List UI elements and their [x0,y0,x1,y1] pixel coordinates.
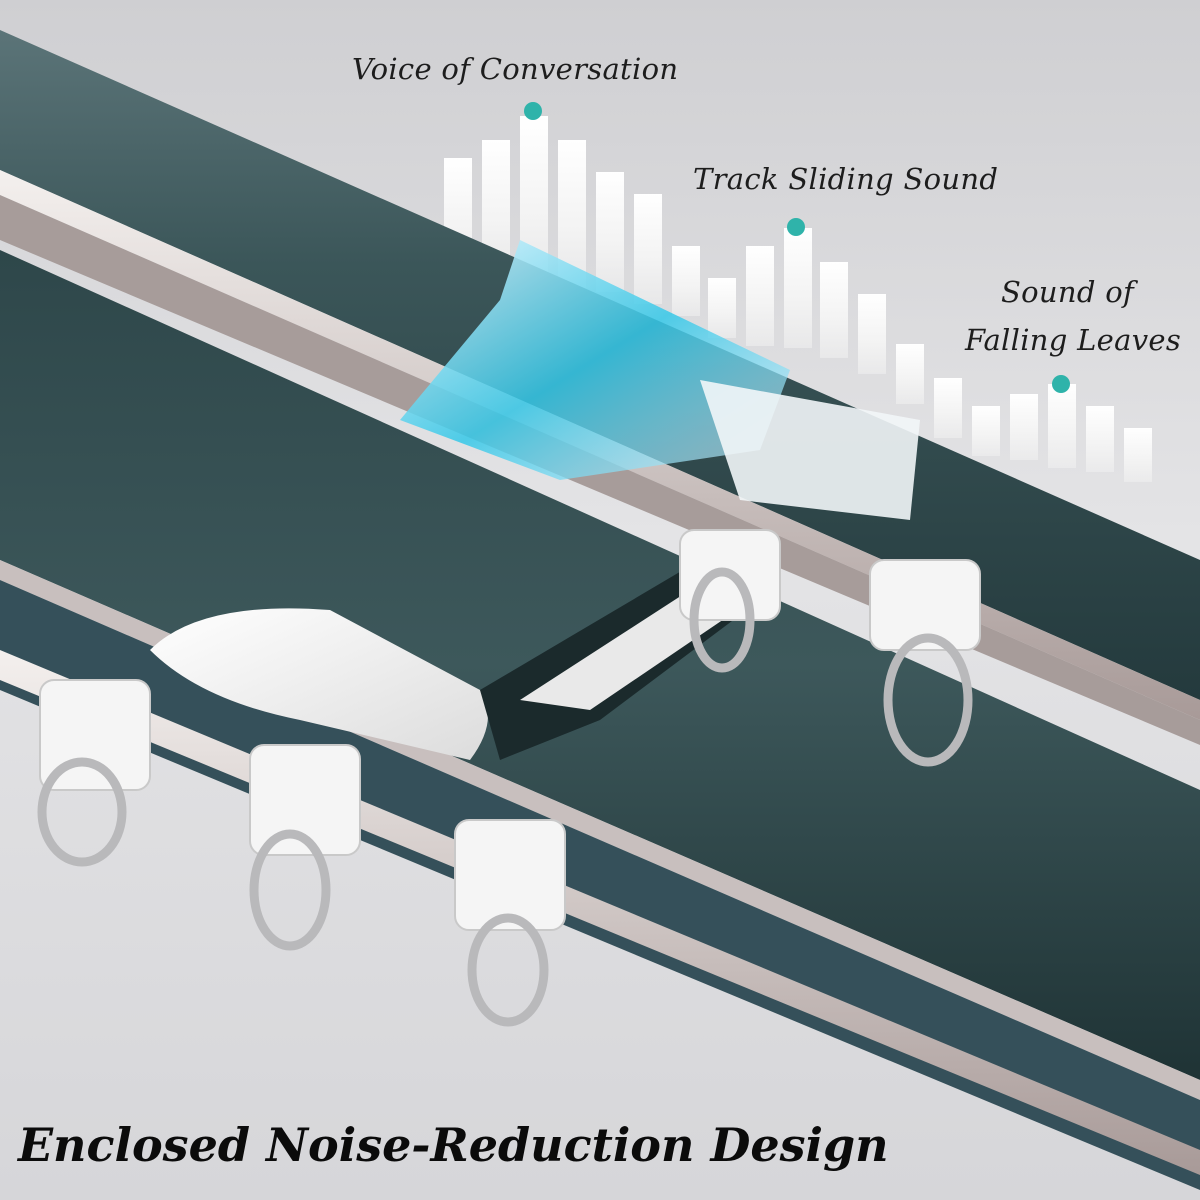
indicator-dot [1052,375,1070,393]
sound-bar [858,294,886,374]
white-bend-section [150,608,488,760]
sound-bar [634,194,662,304]
sound-bar [784,228,812,348]
falling-leaves-label: Sound of Falling Leaves [965,268,1182,364]
clear-sleeve [700,380,920,520]
sound-bar [672,246,700,316]
lower-runners [39,679,566,931]
indicator-dot [524,102,542,120]
sound-bar [746,246,774,346]
sound-bar [972,406,1000,456]
cutaway-inner [520,590,730,710]
sound-bar [1086,406,1114,472]
sound-bar [596,172,624,292]
track-sliding-label: Track Sliding Sound [693,162,999,196]
sound-bar [1048,384,1076,468]
falling-leaves-line2: Falling Leaves [965,323,1182,357]
headline: Enclosed Noise-Reduction Design [18,1118,889,1172]
lower-rings [37,757,549,1027]
glow-sleeve [400,240,790,480]
voice-label: Voice of Conversation [352,52,679,86]
sound-bar [1124,428,1152,482]
sound-bar [820,262,848,358]
sound-bar [708,278,736,338]
sound-bar [934,378,962,438]
sound-bar [1010,394,1038,460]
falling-leaves-line1: Sound of [1000,275,1135,309]
sound-bar [896,344,924,404]
upper-rings [689,567,973,767]
indicator-dot [787,218,805,236]
